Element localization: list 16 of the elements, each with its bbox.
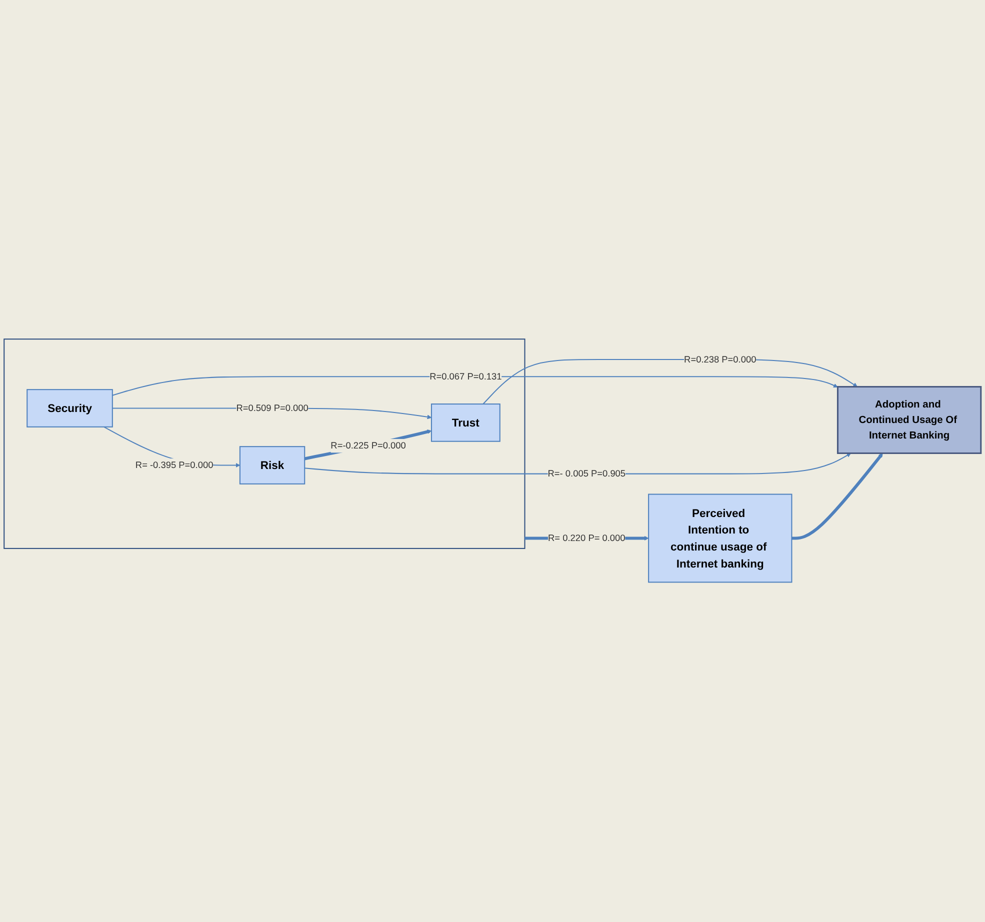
edge-label: R= 0.220 P= 0.000 xyxy=(548,533,626,544)
arrow xyxy=(112,376,838,396)
edge-label: R=0.238 P=0.000 xyxy=(684,354,756,365)
node-box: Risk xyxy=(239,446,306,485)
edge-label: R=- 0.005 P=0.905 xyxy=(548,468,626,480)
arrow xyxy=(792,453,883,540)
node-box: Perceived Intention to continue usage of Internet banking xyxy=(648,494,792,584)
edge-label: R=0.509 P=0.000 xyxy=(236,403,308,414)
node-box: Security xyxy=(26,389,113,428)
edge-label: R=0.067 P=0.131 xyxy=(430,372,502,382)
edge-label: R=-0.225 P=0.000 xyxy=(330,440,406,452)
arrow xyxy=(304,430,432,461)
edge-label: R= -0.395 P=0.000 xyxy=(135,460,214,470)
node-box: Adoption and Continued Usage Of Internet Banking xyxy=(836,386,982,454)
cluster xyxy=(4,338,526,550)
node-box: Trust xyxy=(430,404,500,442)
